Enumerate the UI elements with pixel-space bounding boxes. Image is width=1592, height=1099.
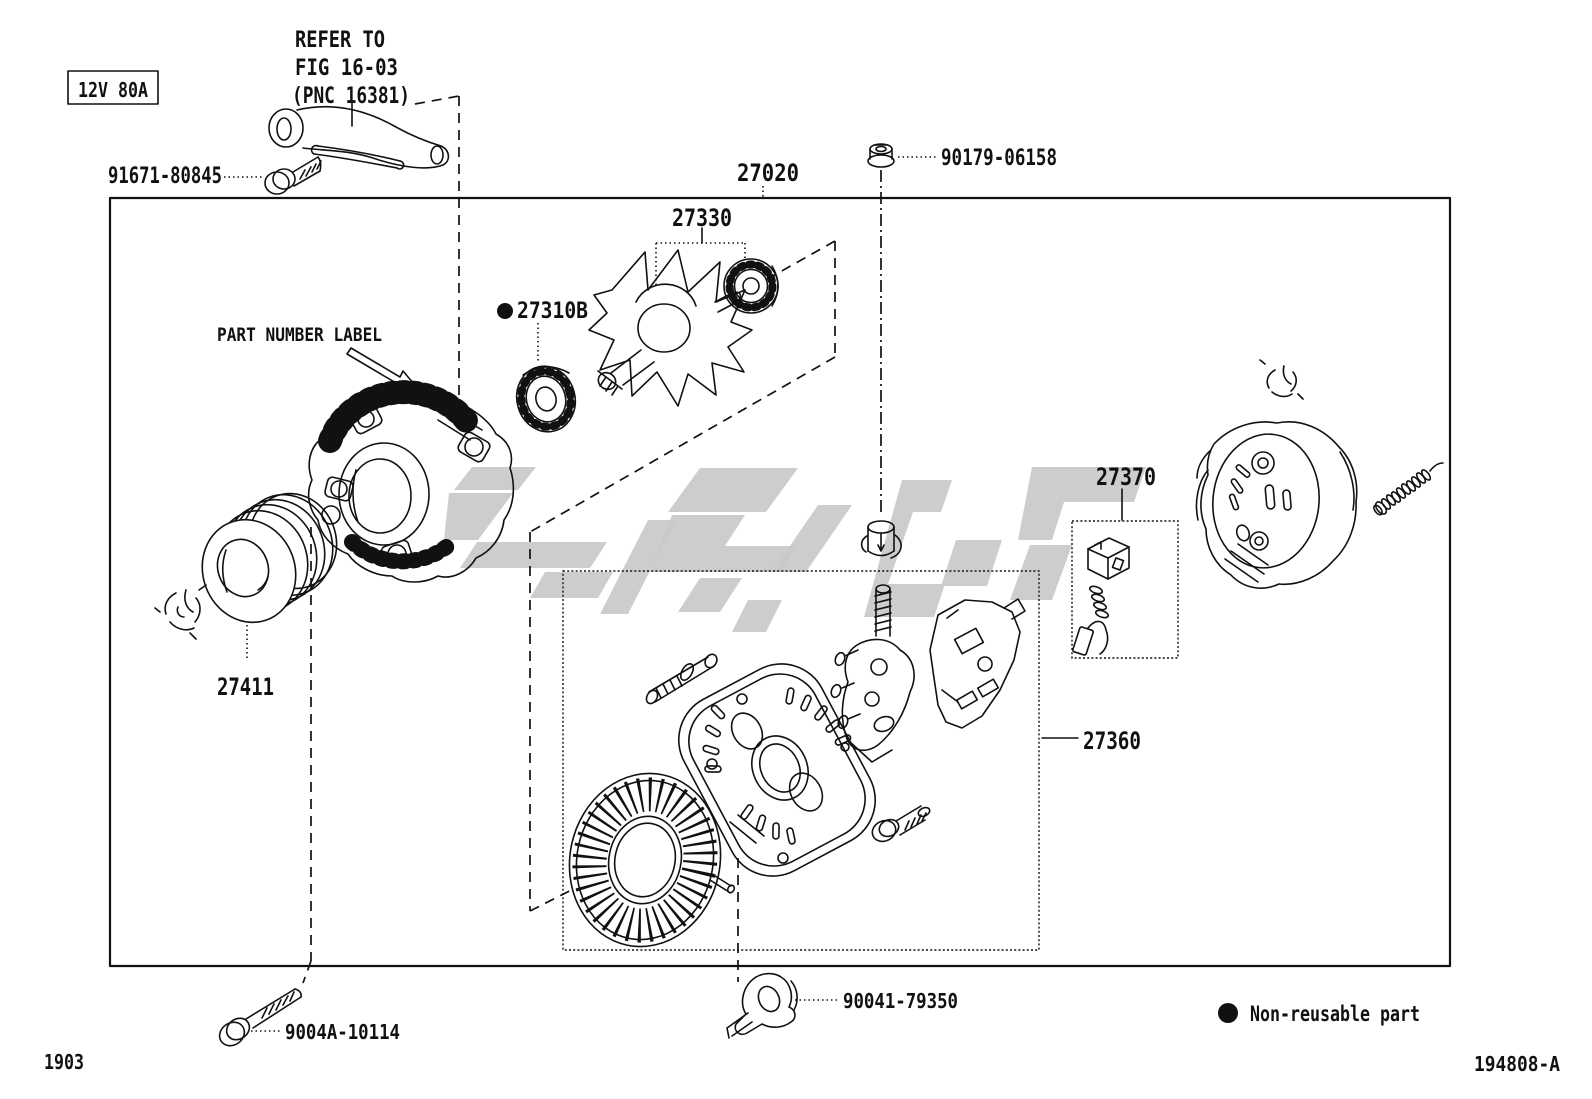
label-through-bolt: 9004A-10114 <box>285 1020 400 1044</box>
pulley-illustration <box>201 492 338 624</box>
tear-mark-left-icon <box>154 584 207 640</box>
rear-cover-illustration <box>1195 421 1358 589</box>
terminal-plate-illustration <box>726 972 798 1039</box>
refer-note-line3: (PNC 16381) <box>292 84 410 109</box>
label-brush-holder-kit: 27370 <box>1096 463 1156 491</box>
rear-frame-illustration <box>678 663 876 877</box>
regulator-brush-holder-illustration <box>929 598 1026 729</box>
construction-lines <box>302 95 882 984</box>
rear-bearing-illustration <box>723 258 779 314</box>
terminal-stud-illustration <box>645 653 718 705</box>
label-front-bearing: 27310B <box>517 299 588 324</box>
label-rear-frame-group: 27360 <box>1083 727 1141 755</box>
sheet-code-left: 1903 <box>44 1050 84 1074</box>
part-number-annotation: PART NUMBER LABEL <box>217 324 382 346</box>
leader-lines <box>224 100 1123 1032</box>
front-housing-illustration <box>307 380 515 583</box>
label-lock-nut: 90179-06158 <box>941 146 1057 171</box>
non-reusable-marker-icon <box>497 303 513 319</box>
brush-holder-kit-illustration <box>1072 537 1130 656</box>
group-box-27360 <box>562 570 1040 951</box>
frame-bolt-illustration <box>871 805 931 843</box>
label-rotor-assy: 27330 <box>672 204 732 232</box>
lock-nut-illustration <box>867 143 895 168</box>
sheet-code-right: 194808-A <box>1474 1052 1560 1076</box>
refer-note-line1: REFER TO <box>295 28 385 53</box>
main-diagram-frame <box>108 196 1452 968</box>
part-number-label-arrow <box>346 347 425 397</box>
stator-illustration <box>568 772 736 948</box>
cover-screw-illustration <box>1373 462 1444 516</box>
rectifier-illustration <box>830 584 915 763</box>
label-bracket-bolt: 91671-80845 <box>108 164 222 189</box>
kit-box-27370 <box>1071 520 1179 659</box>
bracket-illustration <box>268 105 450 170</box>
bracket-bolt-illustration <box>264 156 322 195</box>
front-bearing-illustration <box>515 365 577 433</box>
rating-badge-box <box>67 70 159 105</box>
insulator-bushing-illustration <box>860 520 902 559</box>
labels: 12V 80A REFER TO FIG 16-03 (PNC 16381) 9… <box>44 28 1560 1076</box>
tear-mark-right-icon <box>1259 359 1304 400</box>
through-bolt-illustration <box>218 988 302 1047</box>
label-alternator-assy: 27020 <box>737 159 799 187</box>
refer-note-line2: FIG 16-03 <box>295 56 398 81</box>
legend-non-reusable-text: Non-reusable part <box>1250 1002 1420 1026</box>
label-pulley: 27411 <box>217 673 274 701</box>
label-terminal-plate: 90041-79350 <box>843 989 958 1013</box>
legend-marker-icon <box>1218 1003 1238 1023</box>
rotor-illustration <box>588 249 753 407</box>
watermark-logo <box>444 467 1146 632</box>
rating-badge-label: 12V 80A <box>78 78 148 102</box>
